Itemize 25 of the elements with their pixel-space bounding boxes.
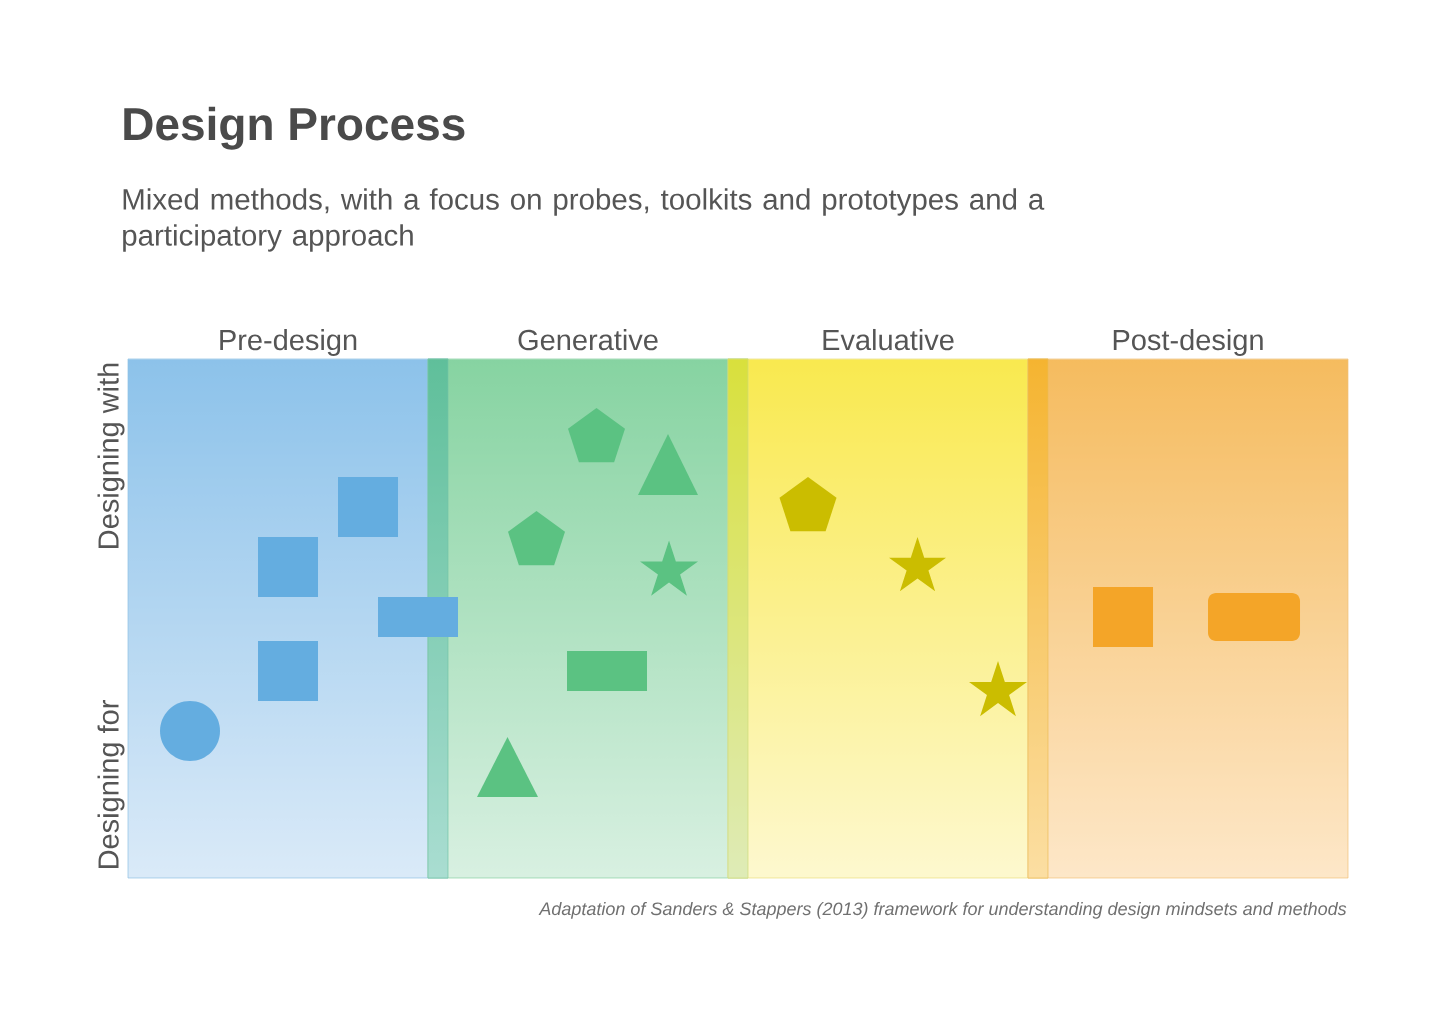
node-label: Pre-design bbox=[220, 328, 357, 357]
rectangle bbox=[378, 597, 458, 637]
rounded-rectangle bbox=[1208, 593, 1300, 641]
star bbox=[889, 537, 946, 592]
pentagon bbox=[568, 408, 625, 463]
rectangle bbox=[567, 651, 647, 691]
star bbox=[640, 540, 698, 596]
caption: Adaptation of Sanders & Stappers (2013) framework for understanding design mindsets and methods bbox=[538, 901, 1347, 919]
square bbox=[1093, 587, 1153, 647]
node-label: Generative bbox=[518, 328, 658, 351]
triangle bbox=[477, 737, 538, 797]
square bbox=[258, 537, 318, 597]
circle bbox=[160, 701, 220, 761]
pentagon bbox=[508, 511, 565, 566]
square bbox=[258, 641, 318, 701]
axis-label: Designing with bbox=[97, 363, 125, 548]
node-label: Evaluative bbox=[823, 328, 954, 351]
title: Design Process bbox=[124, 106, 465, 150]
star bbox=[969, 661, 1027, 717]
subtitle: Mixed methods, with a focus on probes, toolkits and prototypes and a participatory approach bbox=[123, 188, 1045, 252]
square bbox=[338, 477, 398, 537]
pentagon bbox=[779, 477, 837, 532]
triangle bbox=[638, 434, 698, 495]
node-label: Post-design bbox=[1113, 328, 1263, 357]
axis-label: Designing for bbox=[97, 700, 125, 869]
